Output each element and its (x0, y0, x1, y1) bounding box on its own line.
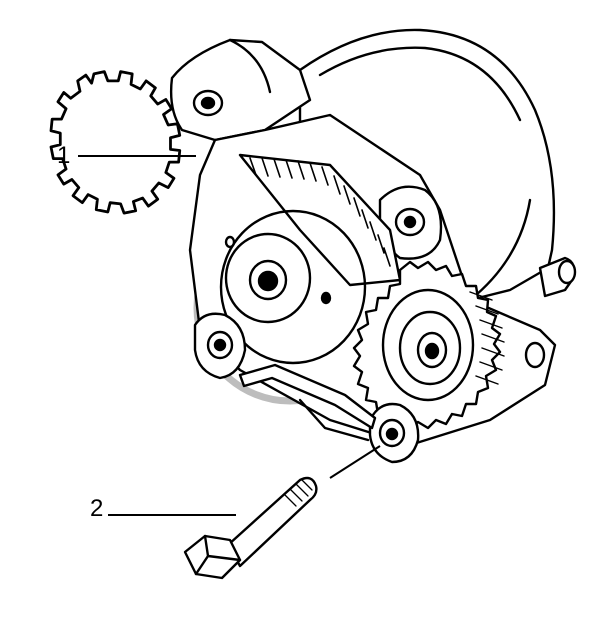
leader-lines (78, 155, 381, 516)
oil-pump-assembly (49, 28, 577, 464)
callout-number-2: 2 (90, 495, 104, 522)
drive-gear-large (49, 70, 367, 365)
gear-teeth-back (249, 157, 391, 267)
bolt-drawing (183, 476, 318, 580)
pump-housing-body (298, 28, 556, 302)
callout-number-1: 1 (57, 142, 71, 169)
bolt-axis-line (329, 445, 381, 479)
driven-gear-small (352, 260, 505, 430)
